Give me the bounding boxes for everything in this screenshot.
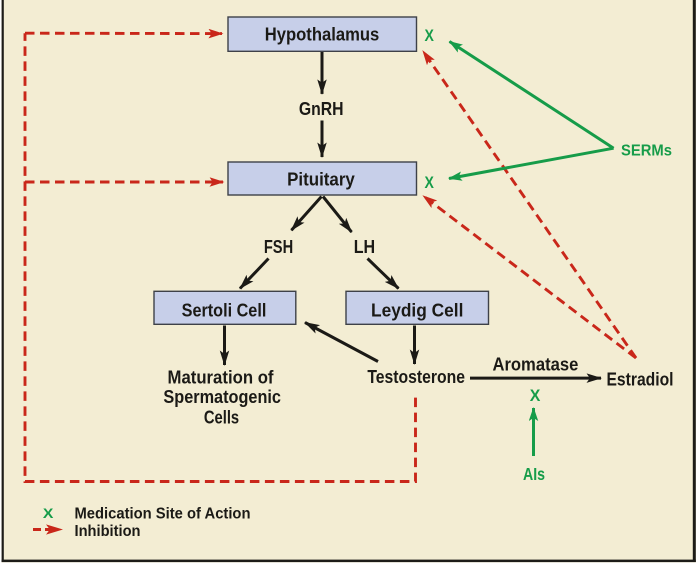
svg-text:Medication Site of Action: Medication Site of Action <box>75 506 251 523</box>
svg-text:AIs: AIs <box>523 464 545 484</box>
svg-text:X: X <box>425 26 435 45</box>
svg-text:Inhibition: Inhibition <box>75 523 141 540</box>
svg-text:X: X <box>43 505 54 521</box>
svg-text:X: X <box>530 386 541 405</box>
svg-text:SERMs: SERMs <box>621 143 672 160</box>
svg-text:Leydig Cell: Leydig Cell <box>371 301 463 321</box>
svg-text:Testosterone: Testosterone <box>367 367 465 387</box>
svg-text:Hypothalamus: Hypothalamus <box>265 25 380 45</box>
svg-text:Spermatogenic: Spermatogenic <box>163 387 281 407</box>
svg-text:FSH: FSH <box>264 237 293 257</box>
svg-text:Aromatase: Aromatase <box>492 354 578 374</box>
svg-text:LH: LH <box>354 237 375 257</box>
svg-text:X: X <box>425 173 435 192</box>
svg-text:Cells: Cells <box>204 408 239 428</box>
svg-text:Sertoli Cell: Sertoli Cell <box>182 301 267 321</box>
svg-text:Estradiol: Estradiol <box>606 370 673 390</box>
svg-text:Maturation of: Maturation of <box>168 368 275 388</box>
svg-text:Pituitary: Pituitary <box>287 170 355 190</box>
svg-text:GnRH: GnRH <box>299 99 344 119</box>
